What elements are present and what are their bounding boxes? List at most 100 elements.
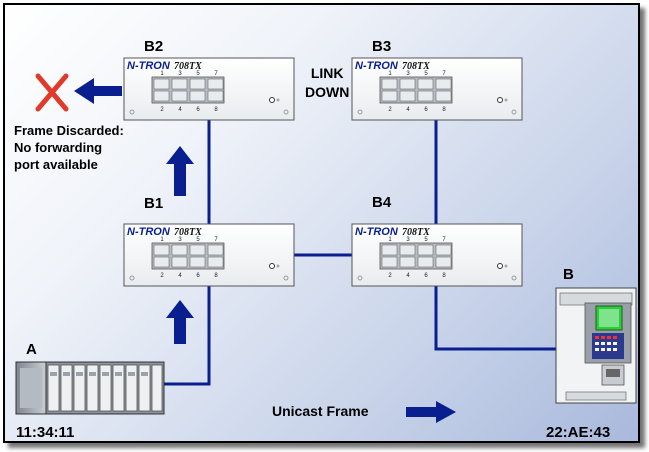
switch-model: 708TX: [174, 61, 202, 72]
port-number-bottom: 8: [442, 107, 446, 113]
port-jack: [189, 90, 206, 102]
frame-arrows: [74, 78, 456, 423]
port-number-top: 7: [442, 237, 446, 243]
port-number-bottom: 8: [214, 273, 218, 279]
port-number-bottom: 4: [406, 273, 410, 279]
port-number-top: 3: [406, 237, 410, 243]
switch-model: 708TX: [402, 61, 430, 72]
port-number-top: 3: [406, 71, 410, 77]
link-down-line1: LINK: [310, 65, 344, 81]
screw-icon: [283, 275, 289, 281]
port-number-top: 7: [214, 237, 218, 243]
port-jack: [417, 256, 434, 268]
port-number-top: 1: [388, 71, 392, 77]
discard-line2: No forwarding: [14, 140, 103, 155]
port-jack: [189, 256, 206, 268]
switch-label-b3: B3: [372, 38, 392, 55]
port-number-bottom: 4: [178, 273, 182, 279]
port-jack: [435, 256, 452, 268]
port-number-bottom: 6: [196, 273, 200, 279]
port-jack: [399, 90, 416, 102]
switch-label-b1: B1: [144, 195, 164, 212]
port-jack: [207, 244, 224, 256]
status-led-icon: [276, 98, 280, 102]
port-number-bottom: 6: [424, 273, 428, 279]
port-number-top: 1: [388, 237, 392, 243]
status-led-icon: [497, 97, 503, 103]
screw-icon: [511, 109, 517, 115]
port-jack: [171, 90, 188, 102]
port-number-top: 3: [178, 237, 182, 243]
discard-x-icon: [35, 73, 69, 112]
status-led-icon: [504, 264, 508, 268]
port-jack: [189, 78, 206, 90]
terminal-device-b-icon: [555, 287, 637, 404]
device-b-label: B: [563, 266, 574, 283]
port-jack: [189, 244, 206, 256]
port-number-top: 5: [424, 237, 428, 243]
status-led-icon: [497, 263, 503, 269]
port-jack: [417, 90, 434, 102]
screw-icon: [357, 109, 363, 115]
port-number-top: 1: [160, 237, 164, 243]
switch-model: 708TX: [174, 227, 202, 238]
link-b4-b: [434, 286, 556, 351]
legend-unicast-frame-label: Unicast Frame: [272, 403, 369, 419]
port-number-bottom: 6: [196, 107, 200, 113]
port-number-top: 5: [196, 237, 200, 243]
port-jack: [417, 244, 434, 256]
port-jack: [435, 90, 452, 102]
screw-icon: [357, 275, 363, 281]
status-led-icon: [276, 264, 280, 268]
status-led-icon: [504, 98, 508, 102]
switch-label-b4: B4: [372, 194, 392, 211]
port-jack: [399, 244, 416, 256]
port-jack: [153, 90, 170, 102]
port-jack: [381, 90, 398, 102]
port-jack: [435, 244, 452, 256]
port-number-top: 3: [178, 71, 182, 77]
discard-message: Frame Discarded: No forwarding port avai…: [14, 122, 124, 173]
port-number-bottom: 2: [160, 107, 164, 113]
status-led-icon: [269, 97, 275, 103]
screw-icon: [129, 275, 135, 281]
switch-brand: N-TRON: [355, 226, 399, 238]
port-number-top: 5: [196, 71, 200, 77]
device-a-mac: 11:34:11: [16, 424, 75, 441]
link-down-line2: DOWN: [305, 84, 350, 100]
arrow-up-upper: [166, 146, 194, 196]
port-jack: [153, 244, 170, 256]
port-jack: [381, 256, 398, 268]
link-down-label: LINK DOWN: [305, 64, 349, 102]
port-jack: [399, 256, 416, 268]
port-number-bottom: 2: [388, 273, 392, 279]
port-jack: [207, 78, 224, 90]
port-number-bottom: 8: [442, 273, 446, 279]
port-jack: [417, 78, 434, 90]
switch-brand: N-TRON: [127, 226, 171, 238]
port-jack: [153, 78, 170, 90]
plc-device-a-icon: [15, 361, 165, 415]
discard-line1: Frame Discarded:: [14, 123, 124, 138]
arrow-up-lower: [166, 300, 194, 344]
port-number-bottom: 4: [178, 107, 182, 113]
switch-label-b2: B2: [144, 38, 164, 55]
device-a-label: A: [26, 341, 37, 358]
port-jack: [381, 244, 398, 256]
port-jack: [435, 78, 452, 90]
switch-brand: N-TRON: [127, 60, 171, 72]
network-links: [155, 120, 556, 386]
port-number-top: 5: [424, 71, 428, 77]
screw-icon: [511, 275, 517, 281]
port-jack: [171, 244, 188, 256]
device-b-mac: 22:AE:43: [546, 424, 611, 441]
port-number-bottom: 4: [406, 107, 410, 113]
port-number-bottom: 2: [388, 107, 392, 113]
switch-brand: N-TRON: [355, 60, 399, 72]
screw-icon: [129, 109, 135, 115]
